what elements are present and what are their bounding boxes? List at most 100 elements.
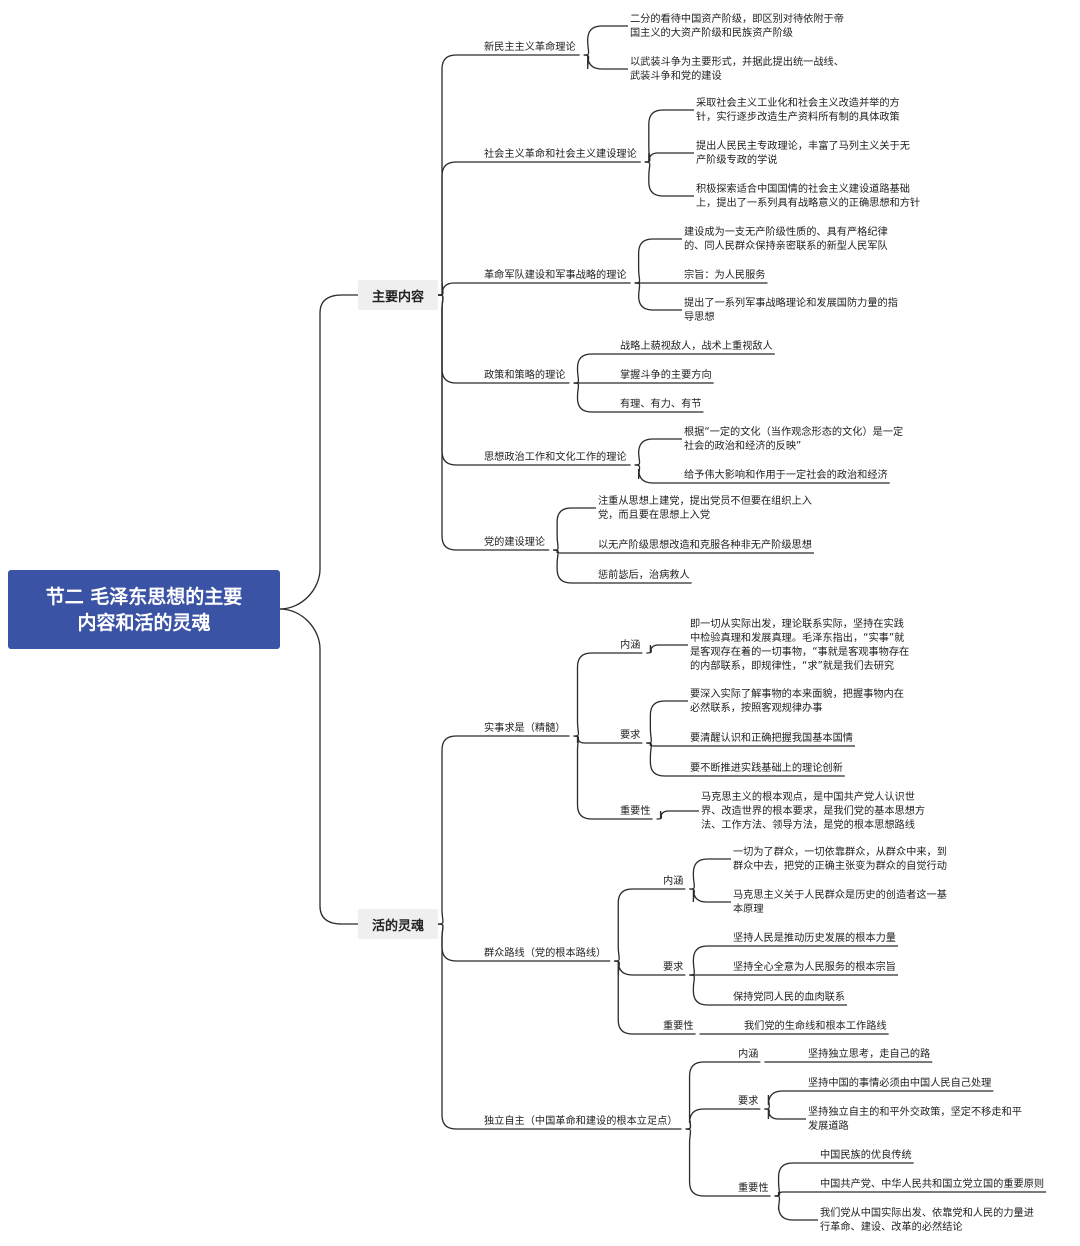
connector-line-84 <box>437 923 482 1130</box>
topic-1-1-1-1[interactable]: 坚持全心全意为人民服务的根本宗旨 <box>733 962 896 973</box>
topic-1-0-2[interactable]: 重要性 <box>620 806 651 817</box>
topic-1-2-1-0[interactable]: 坚持中国的事情必须由中国人民自己处理 <box>808 1078 992 1089</box>
topic-0-0-1[interactable]: 以武装斗争为主要形式，并据此提出统一战线、 武装斗争和党的建设 <box>630 57 844 82</box>
topic-0-1-1[interactable]: 提出人民民主专政理论，丰富了马列主义关于无 产阶级专政的学说 <box>696 141 910 166</box>
topic-1-0-1-1[interactable]: 要清醒认识和正确把握我国基本国情 <box>690 733 853 744</box>
connector-line-50 <box>646 644 688 654</box>
topic-1-2-1-1[interactable]: 坚持独立自主的和平外交政策，坚定不移走和平 发展道路 <box>808 1107 1022 1132</box>
topic-0-2[interactable]: 革命军队建设和军事战略的理论 <box>484 270 627 281</box>
topic-0-5-1[interactable]: 以无产阶级思想改造和克服各种非无产阶级思想 <box>598 540 812 551</box>
topic-0-0[interactable]: 新民主主义革命理论 <box>484 42 576 53</box>
topic-1-0-1[interactable]: 要求 <box>620 730 641 741</box>
topic-1-2-2-1[interactable]: 中国共产党、中华人民共和国立党立国的重要原则 <box>820 1179 1045 1190</box>
connector-line-11 <box>644 152 694 163</box>
connector-line-86 <box>685 1061 736 1130</box>
main-topic-living-soul[interactable]: 活的灵魂 <box>358 909 438 939</box>
connector-line-31 <box>437 294 482 466</box>
connector-line-13 <box>644 161 694 197</box>
connector-line-90 <box>685 1108 736 1130</box>
connector-line-78 <box>689 974 731 1006</box>
connector-line-5 <box>583 54 628 70</box>
topic-1-2-0-0[interactable]: 坚持独立思考，走自己的路 <box>808 1049 931 1060</box>
topic-1-0[interactable]: 实事求是（精髓） <box>484 723 566 734</box>
topic-1-1-1[interactable]: 要求 <box>663 962 684 973</box>
connector-line-98 <box>774 1162 818 1197</box>
topic-0-1[interactable]: 社会主义革命和社会主义建设理论 <box>484 149 637 160</box>
topic-0-2-1[interactable]: 宗旨：为人民服务 <box>684 270 766 281</box>
connector-line-3 <box>583 25 628 56</box>
topic-1-0-0[interactable]: 内涵 <box>620 640 641 651</box>
topic-0-3-0[interactable]: 战略上藐视敌人，战术上重视敌人 <box>620 341 773 352</box>
topic-1-2-2-2[interactable]: 我们党从中国实际出发、依靠党和人民的力量进 行革命、建设、改革的必然结论 <box>820 1208 1034 1233</box>
central-topic[interactable]: 节二 毛泽东思想的主要 内容和活的灵魂 <box>8 570 280 649</box>
topic-1-1-2-0[interactable]: 我们党的生命线和根本工作路线 <box>744 1021 887 1032</box>
topic-1-1-0-0[interactable]: 一切为了群众，一切依靠群众，从群众中来，到 群众中去，把党的正确主张变为群众的自… <box>733 847 947 872</box>
topic-1-1-1-2[interactable]: 保持党同人民的血肉联系 <box>733 992 846 1003</box>
topic-0-4-1[interactable]: 给予伟大影响和作用于一定社会的政治和经济 <box>684 470 888 481</box>
topic-1-1-1-0[interactable]: 坚持人民是推动历史发展的根本力量 <box>733 933 896 944</box>
connector-line-17 <box>634 238 682 284</box>
topic-0-0-0[interactable]: 二分的看待中国资产阶级，即区别对待依附于帝 国主义的大资产阶级和民族资产阶级 <box>630 14 844 39</box>
main-topic-main-content[interactable]: 主要内容 <box>358 280 438 310</box>
topic-1-2-2[interactable]: 重要性 <box>738 1183 769 1194</box>
connector-line-45 <box>279 608 358 925</box>
connector-line-96 <box>685 1128 736 1197</box>
connector-line-52 <box>573 735 618 744</box>
connector-line-29 <box>573 382 618 413</box>
topic-1-0-0-0[interactable]: 即一切从实际出发，理论联系实际，坚持在实践 中检验真理和发展真理。毛泽东指出，“… <box>690 619 910 672</box>
topic-0-2-0[interactable]: 建设成为一支无产阶级性质的、具有严格纪律 的、同人民群众保持亲密联系的新型人民军… <box>684 227 888 252</box>
topic-0-5-0[interactable]: 注重从思想上建党，提出党员不但要在组织上入 党，而且要在思想上入党 <box>598 496 812 521</box>
topic-1-2-2-0[interactable]: 中国民族的优良传统 <box>820 1150 912 1161</box>
connector-line-70 <box>689 888 731 903</box>
connector-line-60 <box>573 735 618 820</box>
topic-0-5-2[interactable]: 惩前毖后，治病救人 <box>598 570 690 581</box>
connector-line-25 <box>573 353 618 384</box>
connector-line-102 <box>774 1195 818 1221</box>
connector-line-0 <box>279 294 358 610</box>
connector-line-15 <box>437 282 482 296</box>
topic-1-1-2[interactable]: 重要性 <box>663 1021 694 1032</box>
connector-line-62 <box>656 810 699 820</box>
topic-1-1-0[interactable]: 内涵 <box>663 876 684 887</box>
connector-line-37 <box>437 294 482 551</box>
topic-1-1-0-1[interactable]: 马克思主义关于人民群众是历史的创造者这一基 本原理 <box>733 890 947 915</box>
topic-0-4-0[interactable]: 根据“一定的文化（当作观念形态的文化）是一定 社会的政治和经济的反映” <box>684 427 904 452</box>
topic-1-0-1-0[interactable]: 要深入实际了解事物的本来面貌，把握事物内在 必然联系，按照客观规律办事 <box>690 689 904 714</box>
connector-line-58 <box>646 742 688 777</box>
topic-1-2-0[interactable]: 内涵 <box>738 1049 759 1060</box>
topic-1-2[interactable]: 独立自主（中国革命和建设的根本立足点） <box>484 1116 678 1127</box>
connector-line-92 <box>764 1090 806 1110</box>
connector-line-41 <box>553 549 596 554</box>
connector-line-46 <box>437 735 482 925</box>
connector-line-74 <box>689 945 731 976</box>
connector-line-80 <box>614 960 661 1035</box>
topic-0-3-1[interactable]: 掌握斗争的主要方向 <box>620 370 712 381</box>
connector-line-7 <box>437 161 482 296</box>
connector-line-72 <box>614 960 661 976</box>
connector-line-23 <box>437 294 482 384</box>
connector-line-21 <box>634 282 682 311</box>
topic-0-2-2[interactable]: 提出了一系列军事战略理论和发展国防力量的指 导思想 <box>684 298 898 323</box>
topic-0-1-2[interactable]: 积极探索适合中国国情的社会主义建设道路基础 上，提出了一系列具有战略意义的正确思… <box>696 184 921 209</box>
connector-line-35 <box>634 464 682 484</box>
connector-line-1 <box>437 54 482 296</box>
connector-line-56 <box>646 742 688 747</box>
topic-1-2-1[interactable]: 要求 <box>738 1096 759 1107</box>
connector-line-68 <box>689 858 731 890</box>
topic-0-5[interactable]: 党的建设理论 <box>484 537 546 548</box>
connector-line-33 <box>634 438 682 466</box>
connector-line-48 <box>573 652 618 737</box>
connector-line-39 <box>553 507 596 551</box>
topic-0-1-0[interactable]: 采取社会主义工业化和社会主义改造并举的方 针，实行逐步改造生产资料所有制的具体政… <box>696 98 900 123</box>
connector-line-66 <box>614 888 661 962</box>
topic-1-0-1-2[interactable]: 要不断推进实践基础上的理论创新 <box>690 763 843 774</box>
topic-1-0-2-0[interactable]: 马克思主义的根本观点，是中国共产党人认识世 界、改造世界的根本要求，是我们党的基… <box>701 792 926 831</box>
connector-line-43 <box>553 549 596 584</box>
connector-line-64 <box>437 923 482 962</box>
topic-0-3[interactable]: 政策和策略的理论 <box>484 370 566 381</box>
connector-line-54 <box>646 700 688 744</box>
topic-0-3-2[interactable]: 有理、有力、有节 <box>620 399 702 410</box>
topic-0-4[interactable]: 思想政治工作和文化工作的理论 <box>484 452 627 463</box>
topic-1-1[interactable]: 群众路线（党的根本路线） <box>484 948 607 959</box>
